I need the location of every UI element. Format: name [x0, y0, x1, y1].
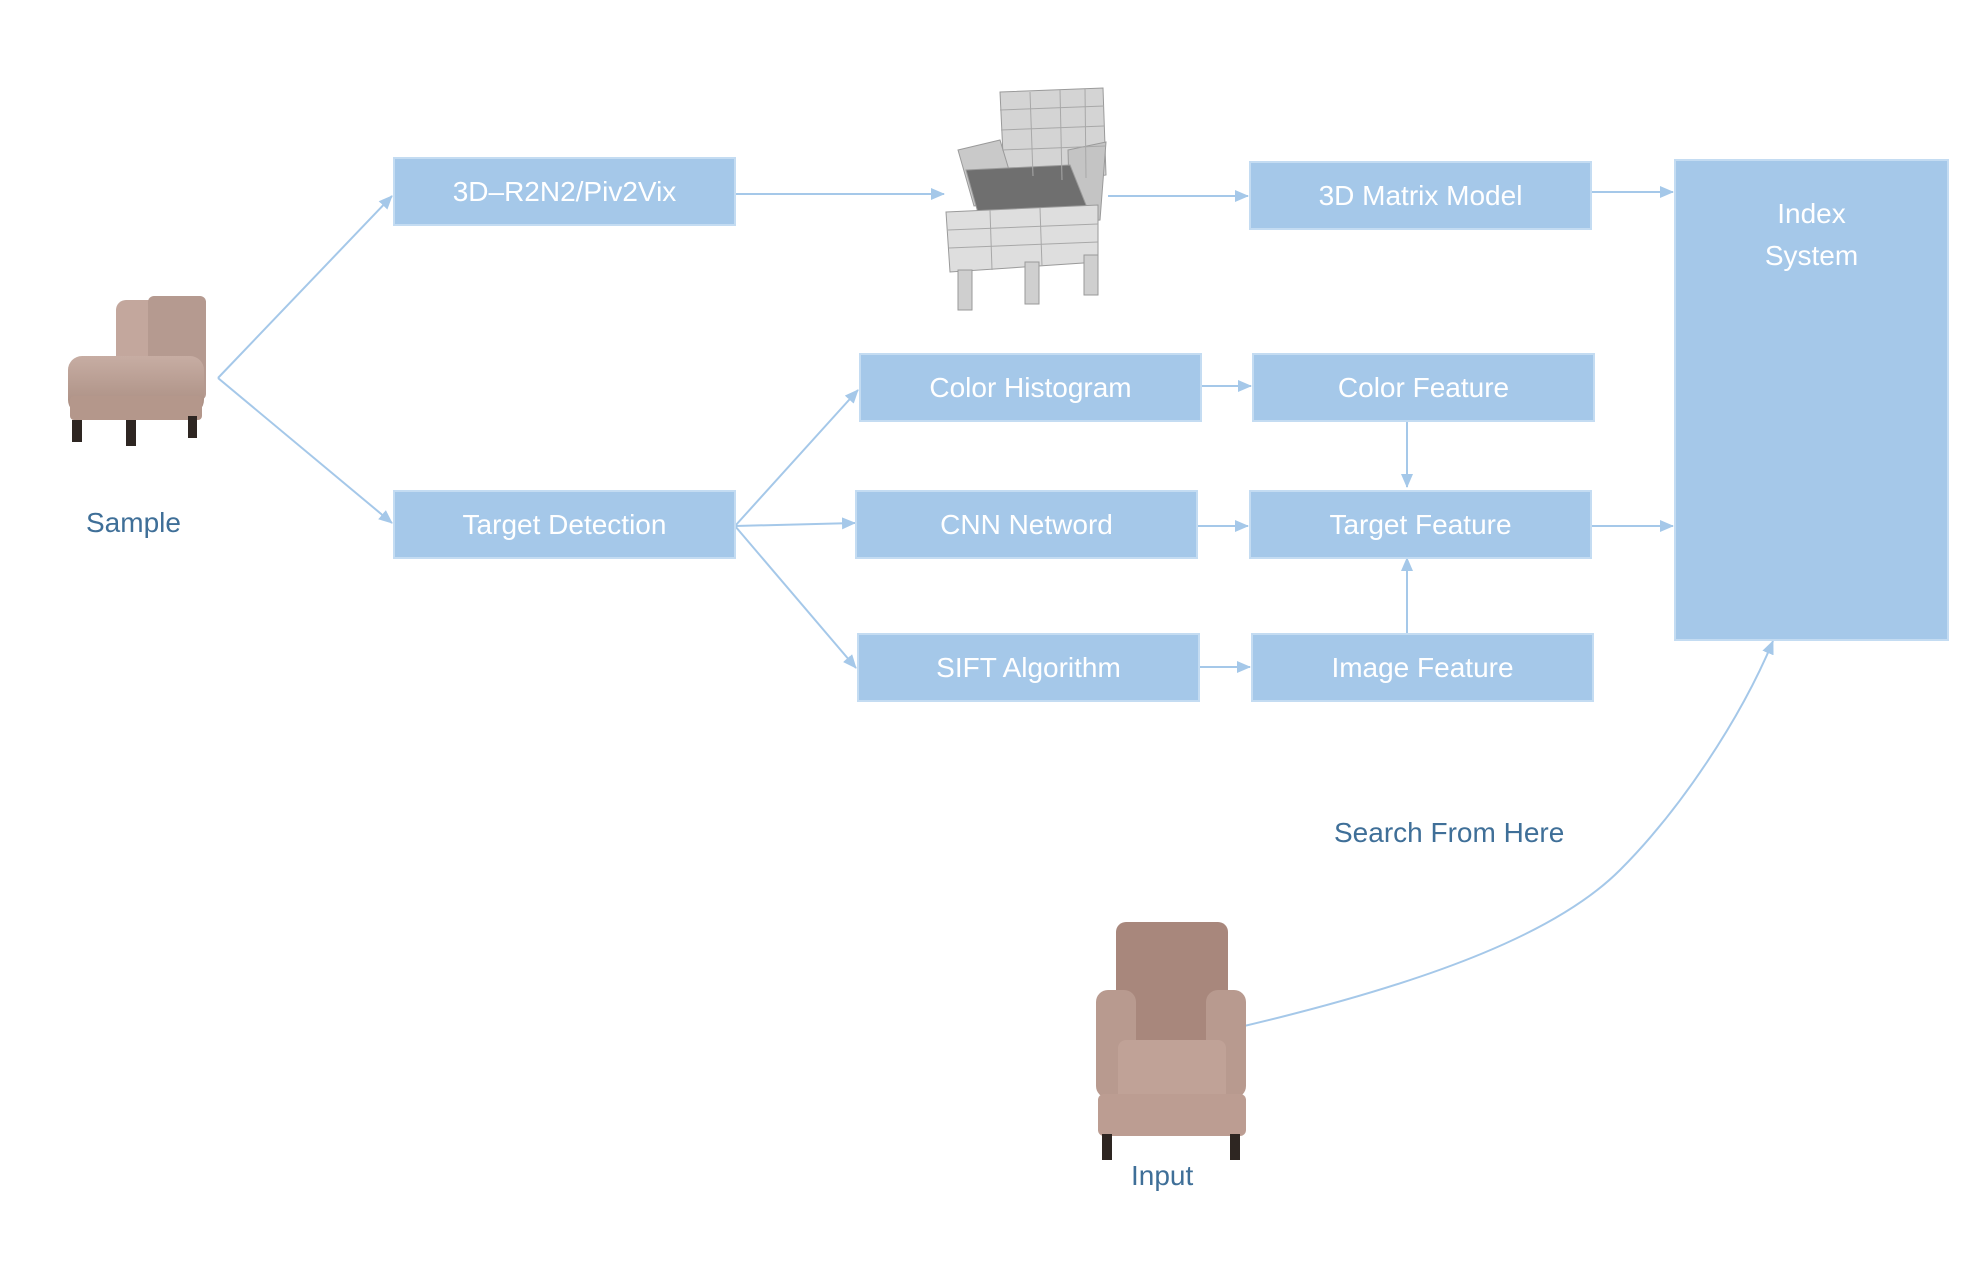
input-chair-image: [1096, 922, 1246, 1160]
search-from-here-label: Search From Here: [1334, 817, 1565, 848]
arrow-input-to-index: [1239, 640, 1774, 1028]
index-line-2: System: [1764, 240, 1859, 271]
r2n2-box: 3D–R2N2/Piv2Vix: [393, 157, 736, 226]
matrix-model-box: 3D Matrix Model: [1249, 161, 1592, 230]
arrow-detection-to-cnn: [734, 517, 856, 530]
index-system-box: Index System: [1674, 159, 1949, 641]
target-feature-box: Target Feature: [1249, 490, 1592, 559]
arrow-sample-to-target-detection: [217, 377, 393, 524]
index-system-label: Index System: [1765, 193, 1858, 277]
color-histogram-box: Color Histogram: [859, 353, 1202, 422]
sample-chair-image: [68, 296, 206, 446]
image-feature-box: Image Feature: [1251, 633, 1594, 702]
arrow-sample-to-r2n2: [217, 195, 393, 379]
arrow-detection-to-histogram: [734, 389, 859, 527]
arrow-detection-to-sift: [734, 525, 857, 669]
cnn-network-box: CNN Netword: [855, 490, 1198, 559]
sample-label: Sample: [86, 507, 181, 538]
input-label: Input: [1131, 1160, 1194, 1191]
color-feature-box: Color Feature: [1252, 353, 1595, 422]
target-detection-box: Target Detection: [393, 490, 736, 559]
voxel-model-image: [945, 87, 1107, 311]
sift-algorithm-box: SIFT Algorithm: [857, 633, 1200, 702]
index-line-1: Index: [1777, 198, 1846, 229]
